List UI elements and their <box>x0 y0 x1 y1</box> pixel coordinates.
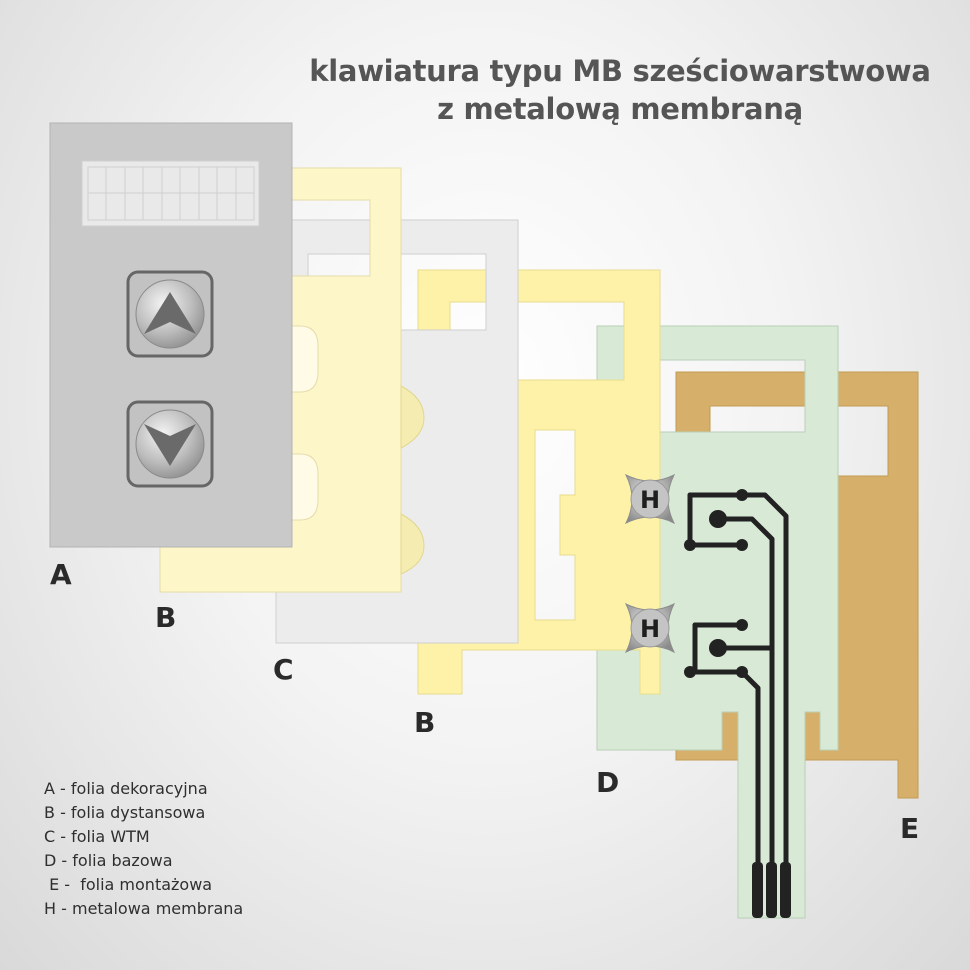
metal-dome-1: H <box>624 473 676 525</box>
key-down[interactable] <box>126 400 214 488</box>
display-window <box>81 160 260 227</box>
legend-item-b: B - folia dystansowa <box>44 803 206 822</box>
metal-dome-2: H <box>624 602 676 654</box>
wtm-contact-top <box>400 385 425 449</box>
legend-item-h: H - metalowa membrana <box>44 899 244 918</box>
label-layer-d: D <box>596 766 619 799</box>
label-layer-e: E <box>900 812 919 845</box>
legend-item-d: D - folia bazowa <box>44 851 173 870</box>
diagram-title: klawiatura typu MB sześciowarstwowa z me… <box>300 52 940 128</box>
contact-pads <box>684 489 791 918</box>
arrow-down-icon <box>144 424 196 466</box>
dome-label-2: H <box>640 615 660 643</box>
legend-item-a: A - folia dekoracyjna <box>44 779 208 798</box>
wtm-contact-bottom <box>400 513 425 575</box>
legend-item-c: C - folia WTM <box>44 827 150 846</box>
legend: A - folia dekoracyjna B - folia dystanso… <box>44 777 243 921</box>
title-line-2: z metalową membraną <box>437 92 803 126</box>
spacer-cutout-bottom <box>291 453 319 521</box>
label-layer-b-2: B <box>414 706 435 739</box>
spacer-cutout-top <box>291 325 319 393</box>
key-up[interactable] <box>126 270 214 358</box>
label-layer-b-1: B <box>155 601 176 634</box>
label-layer-c: C <box>273 653 294 686</box>
title-line-1: klawiatura typu MB sześciowarstwowa <box>309 54 931 88</box>
dome-label-1: H <box>640 486 660 514</box>
label-layer-a: A <box>50 558 72 591</box>
arrow-up-icon <box>144 292 196 334</box>
legend-item-e: E - folia montażowa <box>44 875 213 894</box>
